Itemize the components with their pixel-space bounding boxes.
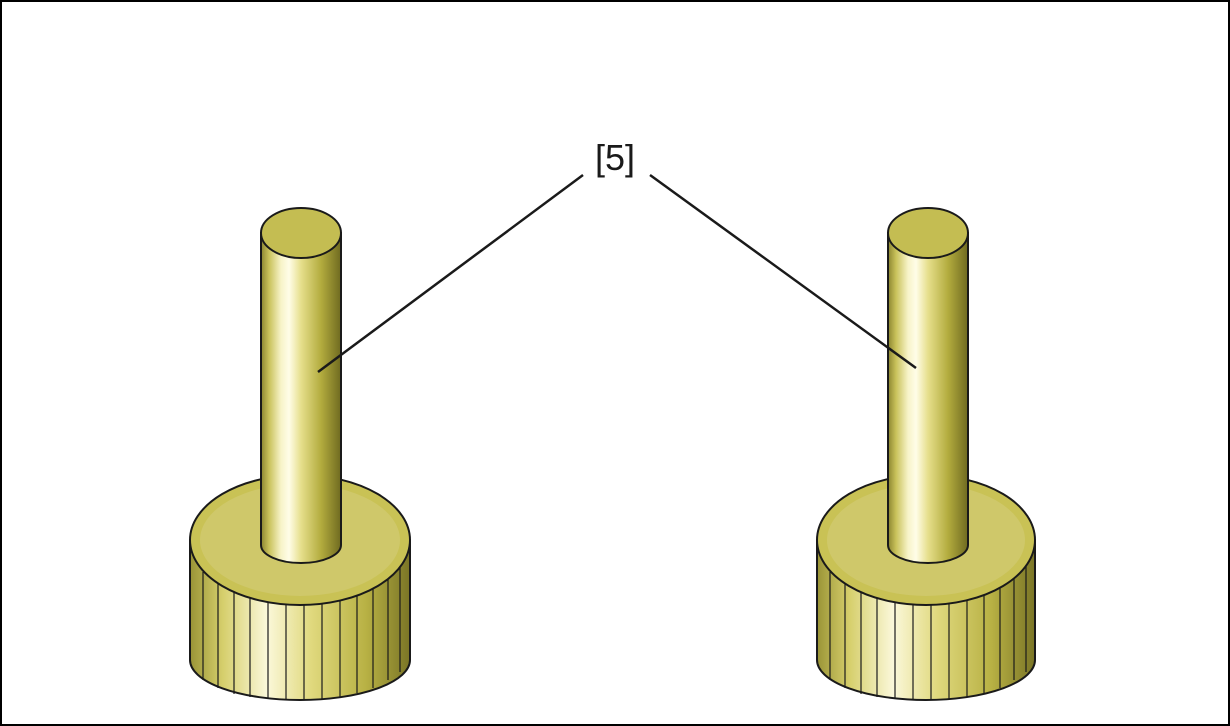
- right-pin: [816, 207, 1036, 701]
- right-knurl: [829, 564, 1027, 700]
- left-pin: [189, 207, 411, 701]
- callout: [5]: [317, 137, 917, 374]
- left-shaft-top: [260, 207, 342, 259]
- left-knurl: [202, 564, 401, 700]
- right-shaft: [887, 232, 969, 564]
- leader-line-left: [317, 173, 584, 374]
- right-shaft-top: [887, 207, 969, 259]
- callout-label: [5]: [595, 137, 635, 178]
- leader-line-right: [649, 173, 917, 370]
- left-shaft: [260, 232, 342, 564]
